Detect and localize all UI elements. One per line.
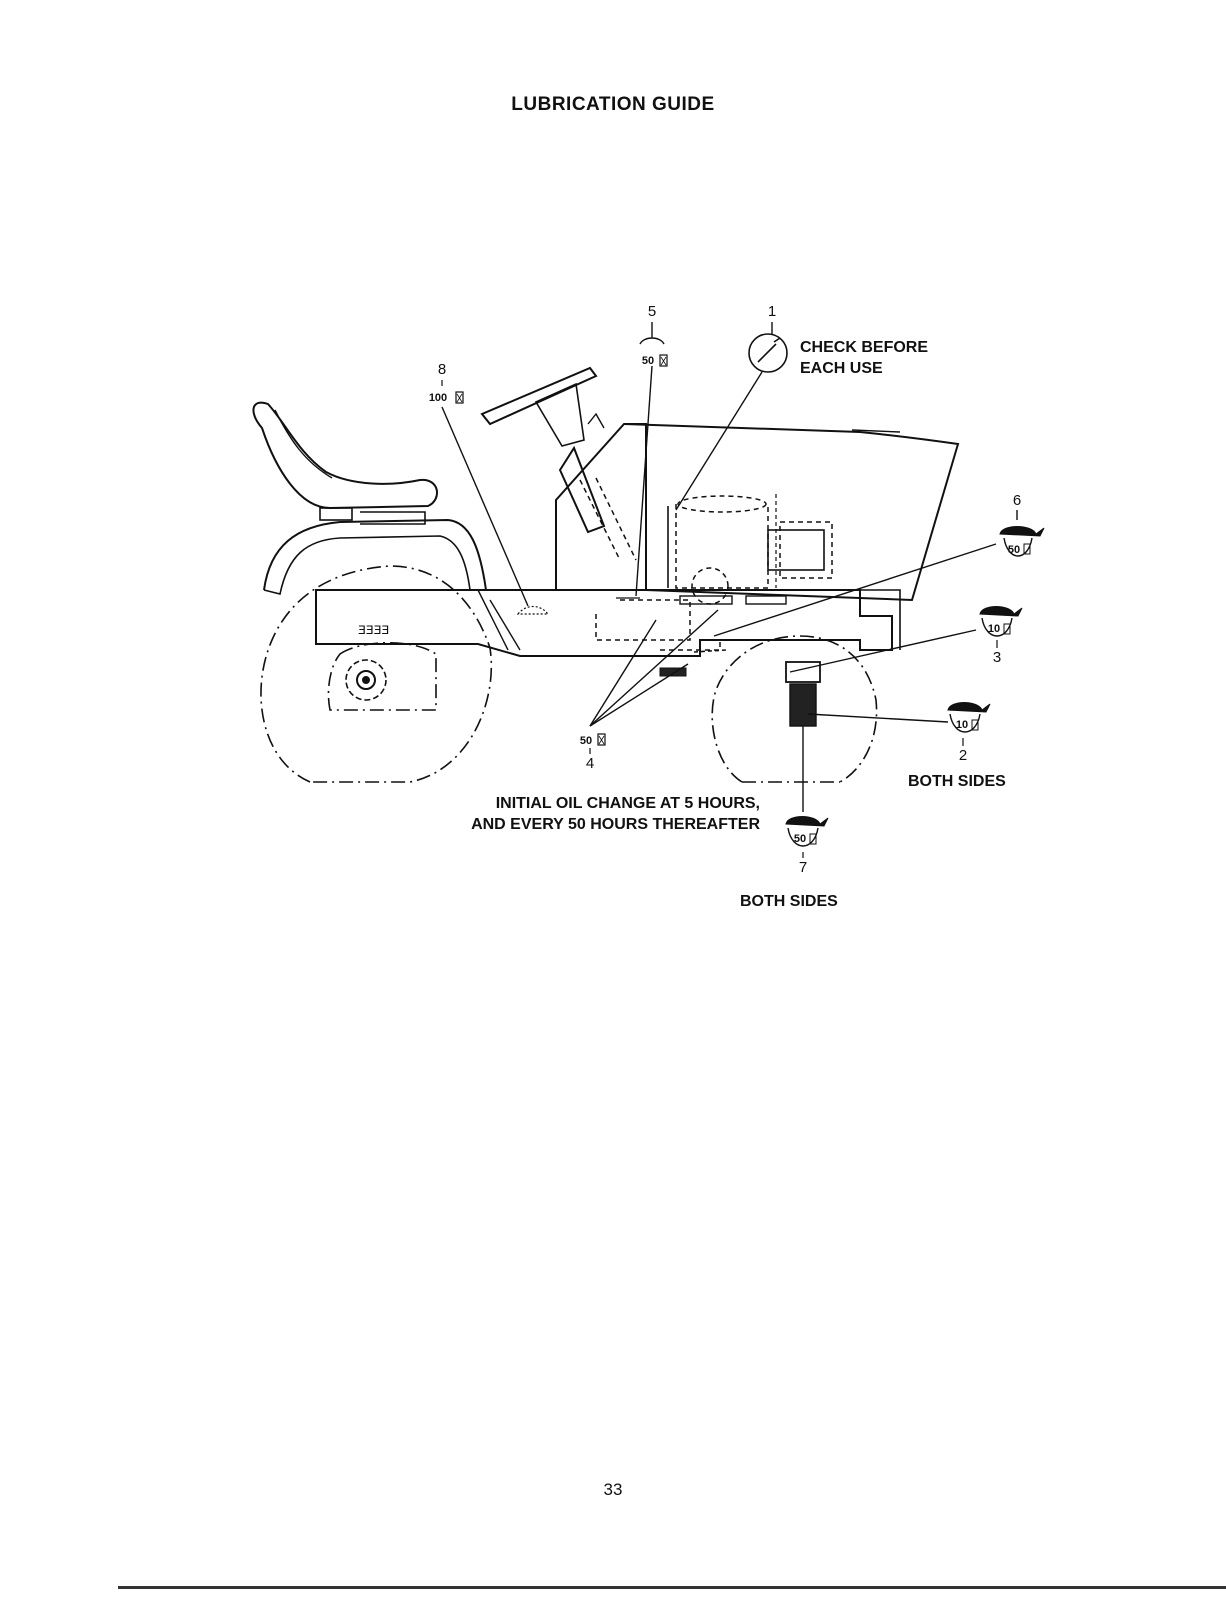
callout-8: 8 100 bbox=[429, 361, 464, 404]
callout-number: 3 bbox=[993, 649, 1001, 666]
interval-hours: 50 bbox=[580, 735, 592, 747]
rear-hub bbox=[345, 659, 387, 701]
oil-can-icon bbox=[785, 816, 829, 827]
callout-number: 2 bbox=[959, 747, 967, 764]
callout-7: 50 7 BOTH SIDES bbox=[740, 816, 838, 910]
check-before-note: CHECK BEFORE bbox=[800, 339, 928, 356]
front-spindle bbox=[789, 683, 817, 727]
leader-lines bbox=[441, 365, 997, 812]
oil-can-icon bbox=[999, 526, 1045, 537]
oil-can-icon bbox=[947, 702, 991, 713]
callout-3: 10 3 bbox=[979, 606, 1023, 666]
rear-fender bbox=[263, 518, 487, 591]
hourglass-icon bbox=[597, 733, 606, 746]
callout-1: 1 CHECK BEFORE EACH USE bbox=[748, 303, 928, 377]
callout-4: 50 4 bbox=[580, 733, 606, 772]
every-50-hours-note: AND EVERY 50 HOURS THEREAFTER bbox=[471, 816, 760, 833]
rear-wheel bbox=[260, 565, 493, 783]
callout-6: 6 50 bbox=[999, 492, 1045, 557]
callout-number: 4 bbox=[586, 755, 594, 772]
each-use-note: EACH USE bbox=[800, 360, 883, 377]
dipstick-gauge-icon bbox=[748, 333, 788, 373]
front-wheel bbox=[711, 635, 878, 783]
bottom-rule bbox=[118, 1586, 1226, 1589]
callout-number: 8 bbox=[438, 361, 446, 378]
steering-wheel bbox=[480, 366, 598, 426]
interval-hours: 100 bbox=[429, 392, 447, 404]
seat bbox=[252, 401, 438, 510]
page-number: 33 bbox=[603, 1480, 623, 1499]
interval-hours: 50 bbox=[642, 355, 654, 367]
hourglass-icon bbox=[455, 391, 464, 404]
callout-number: 1 bbox=[768, 303, 776, 320]
callout-2: 10 2 BOTH SIDES bbox=[908, 702, 1006, 790]
interval-hours: 50 bbox=[794, 833, 806, 845]
interval-hours: 10 bbox=[988, 623, 1000, 635]
initial-oil-change-note: INITIAL OIL CHANGE AT 5 HOURS, bbox=[496, 795, 760, 812]
interval-hours: 10 bbox=[956, 719, 968, 731]
both-sides-note-2: BOTH SIDES bbox=[908, 773, 1006, 790]
chassis-frame bbox=[315, 589, 893, 657]
callout-number: 6 bbox=[1013, 492, 1021, 509]
tractor-illustration: ƎƎƎƎ bbox=[252, 366, 960, 783]
dash-console bbox=[555, 423, 647, 590]
page-title: LUBRICATION GUIDE bbox=[511, 94, 715, 115]
oil-can-icon bbox=[979, 606, 1023, 617]
interval-hours: 50 bbox=[1008, 544, 1020, 556]
callout-5: 5 50 bbox=[639, 303, 668, 367]
svg-text:ƎƎƎƎ: ƎƎƎƎ bbox=[358, 623, 389, 638]
engine-hidden-lines bbox=[579, 477, 833, 651]
hourglass-icon bbox=[659, 354, 668, 367]
callout-number: 7 bbox=[799, 859, 807, 876]
hood bbox=[623, 423, 960, 602]
steering-column bbox=[558, 445, 606, 534]
callout-number: 5 bbox=[648, 303, 656, 320]
front-axle-pivot bbox=[785, 661, 821, 683]
both-sides-note-7: BOTH SIDES bbox=[740, 893, 838, 910]
